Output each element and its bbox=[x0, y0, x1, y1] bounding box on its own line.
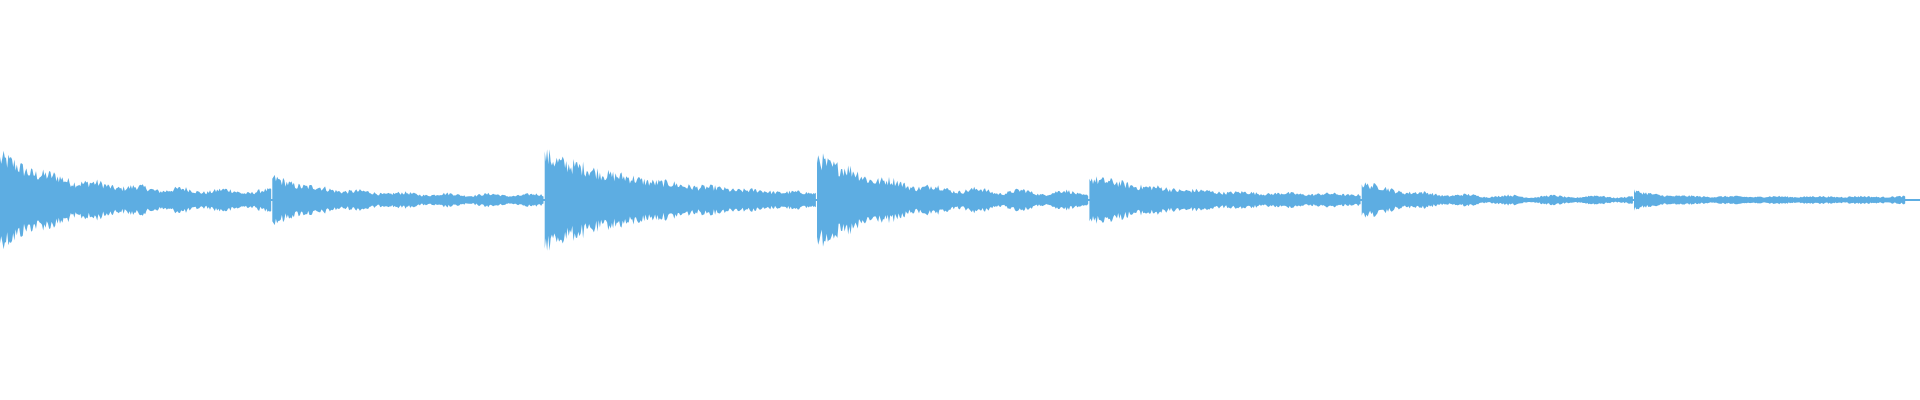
waveform-segments bbox=[0, 149, 1920, 251]
waveform-baseline bbox=[0, 199, 1920, 201]
